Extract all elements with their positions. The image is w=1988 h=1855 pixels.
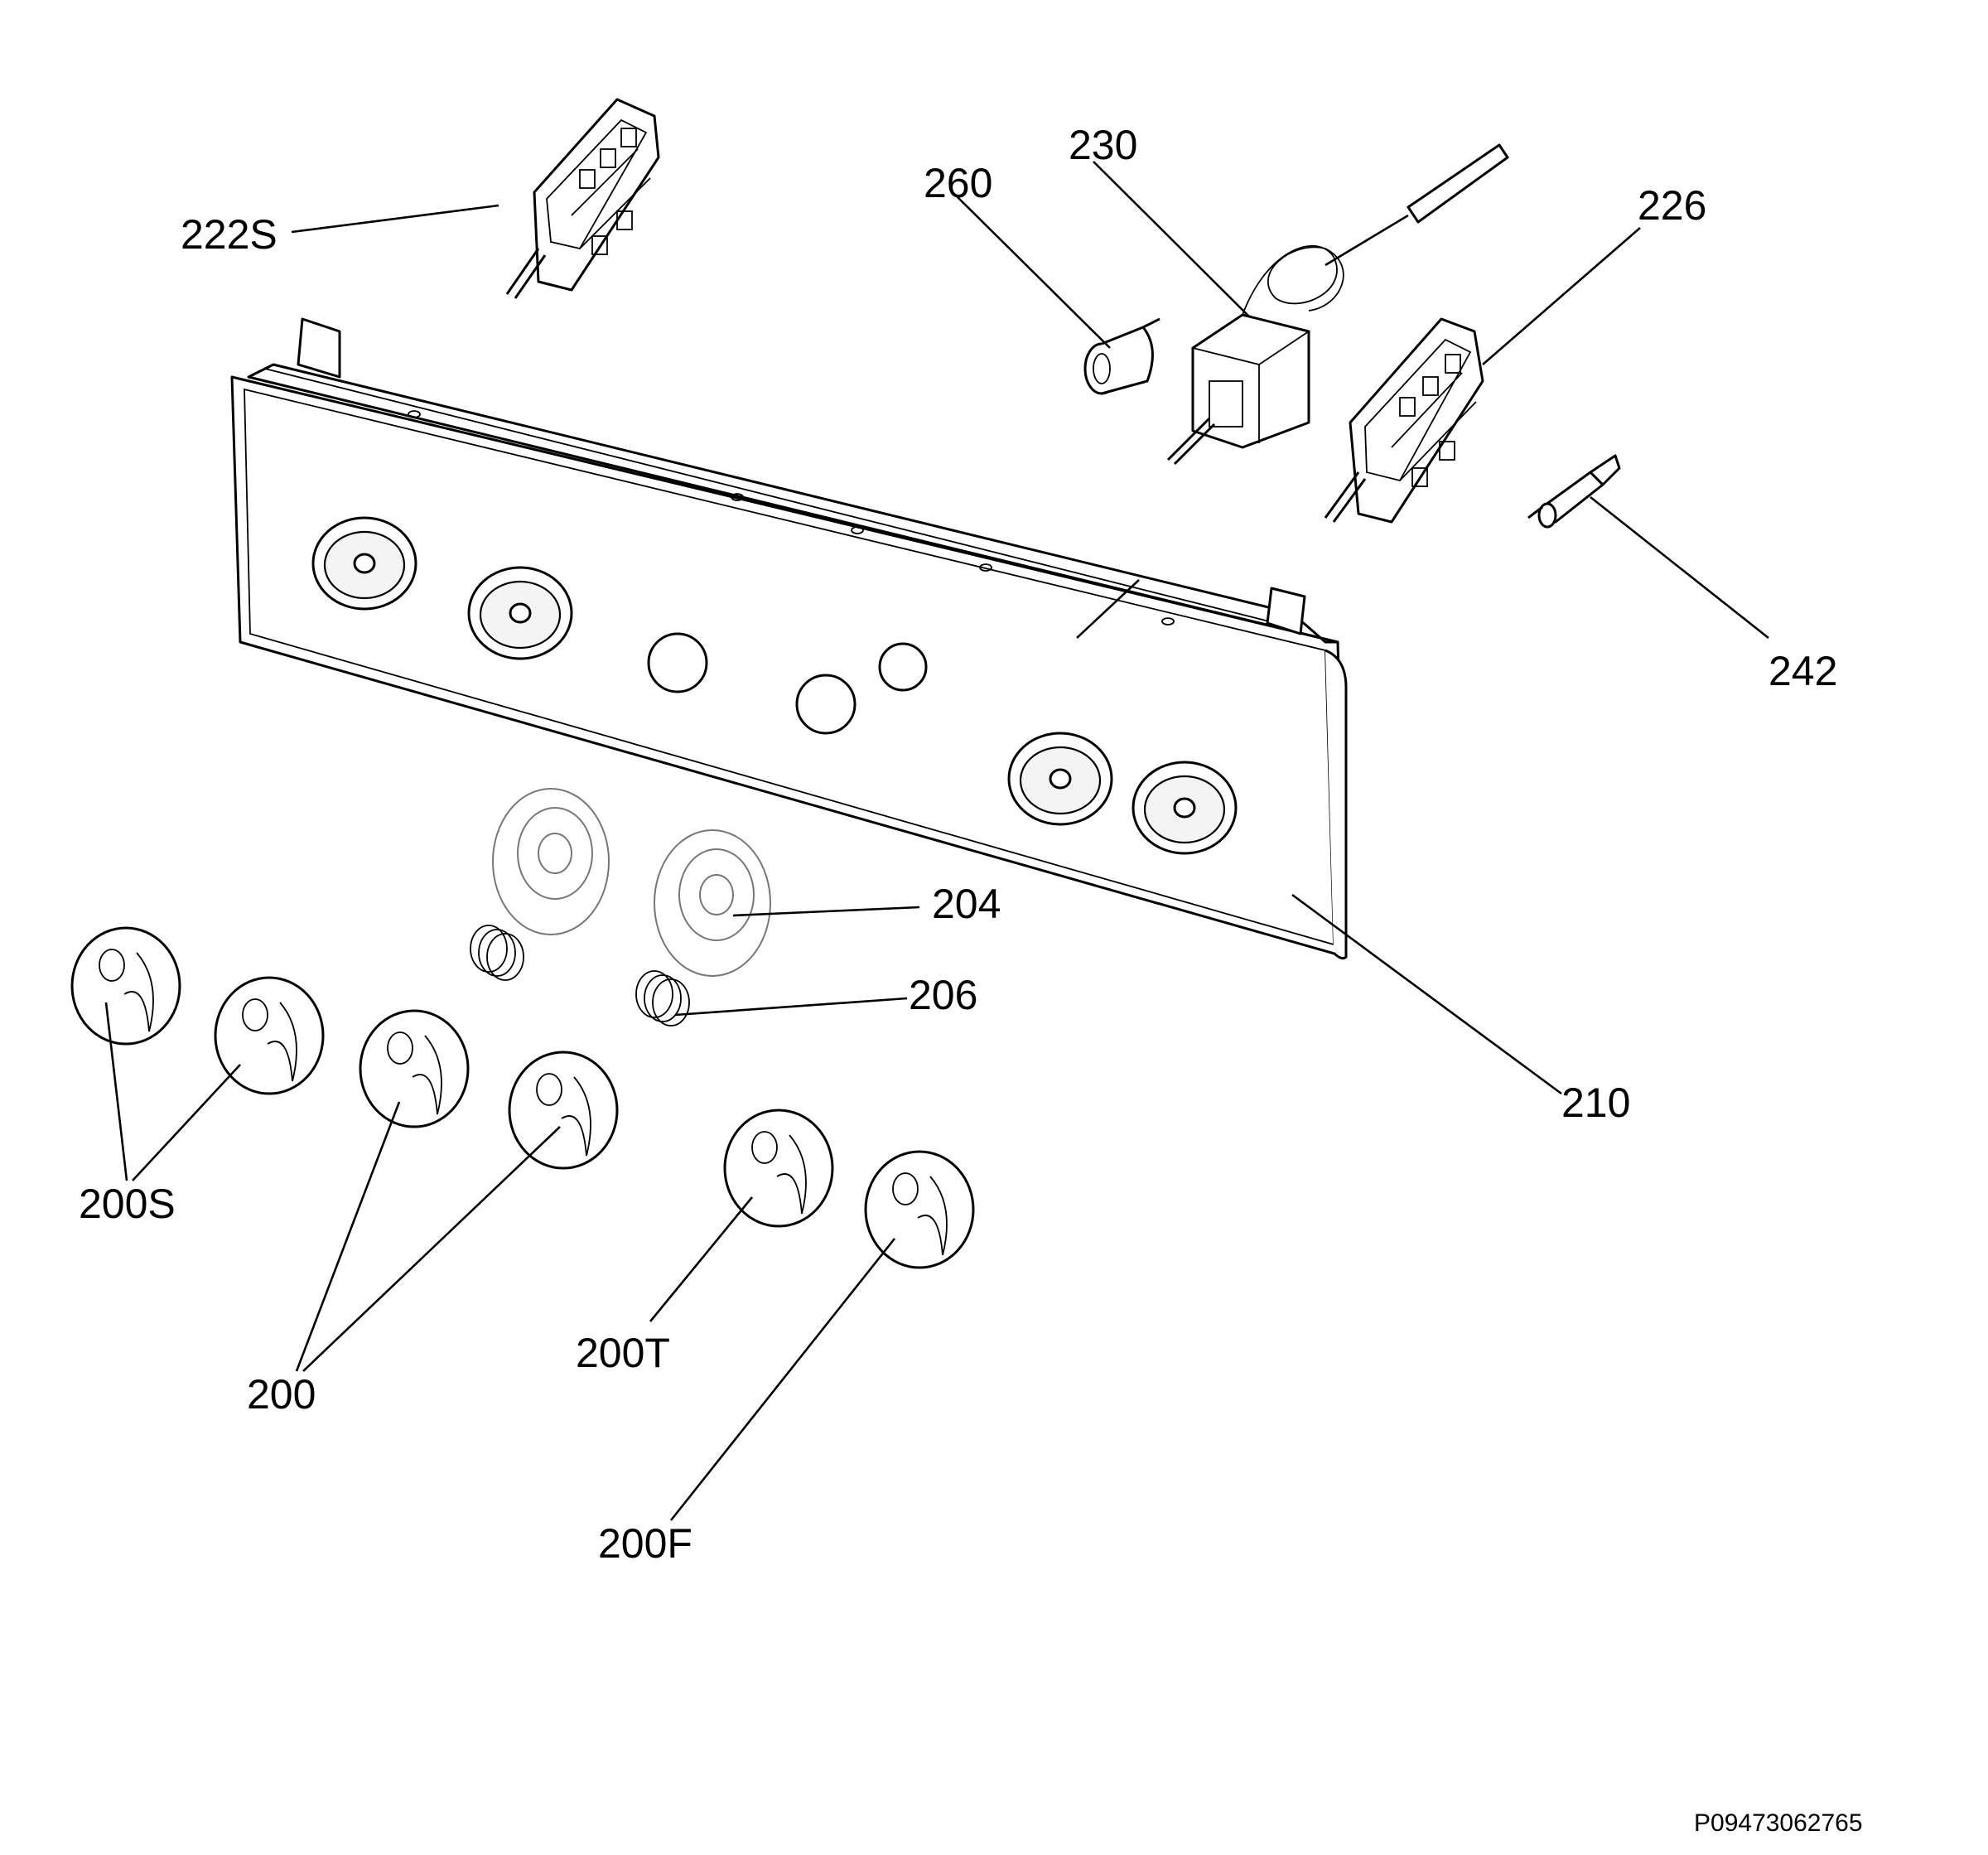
switch-222s [505,98,660,299]
spring-2 [635,970,690,1027]
panel-hole-1 [647,632,708,693]
label-204: 204 [932,881,1001,927]
thermostat-230 [1166,143,1509,466]
drawing-code: P09473062765 [1694,1809,1863,1837]
knob-200s-1 [70,926,181,1046]
knob-200-2 [508,1051,619,1170]
label-200s: 200S [79,1181,176,1227]
panel-knob-seat-1 [311,516,417,611]
panel-knob-seat-2 [467,566,573,660]
igniter-242 [1527,454,1621,529]
panel-hole-2 [795,674,856,735]
panel-knob-seat-3 [1007,732,1113,826]
leader-lines [104,161,1769,1521]
knob-bezel-1 [492,788,610,935]
label-222s: 222S [181,211,277,258]
knob-200s-2 [214,976,325,1095]
knob-bezel-2 [654,829,771,977]
label-260: 260 [924,160,992,206]
knob-200f [864,1150,975,1269]
label-206: 206 [909,972,977,1018]
switch-226 [1324,317,1484,524]
knob-200t [723,1109,834,1228]
control-panel-210 [230,317,1348,960]
knob-200-1 [359,1009,470,1128]
label-200t: 200T [576,1330,670,1376]
label-226: 226 [1638,182,1706,229]
label-200: 200 [247,1371,316,1418]
label-242: 242 [1768,648,1837,694]
indicator-lamp-260 [1083,317,1160,395]
label-210: 210 [1561,1080,1630,1126]
panel-knob-seat-4 [1132,761,1238,855]
panel-hole-3 [878,642,928,692]
label-230: 230 [1069,122,1137,168]
label-200f: 200F [598,1520,692,1567]
spring-1 [470,925,524,981]
